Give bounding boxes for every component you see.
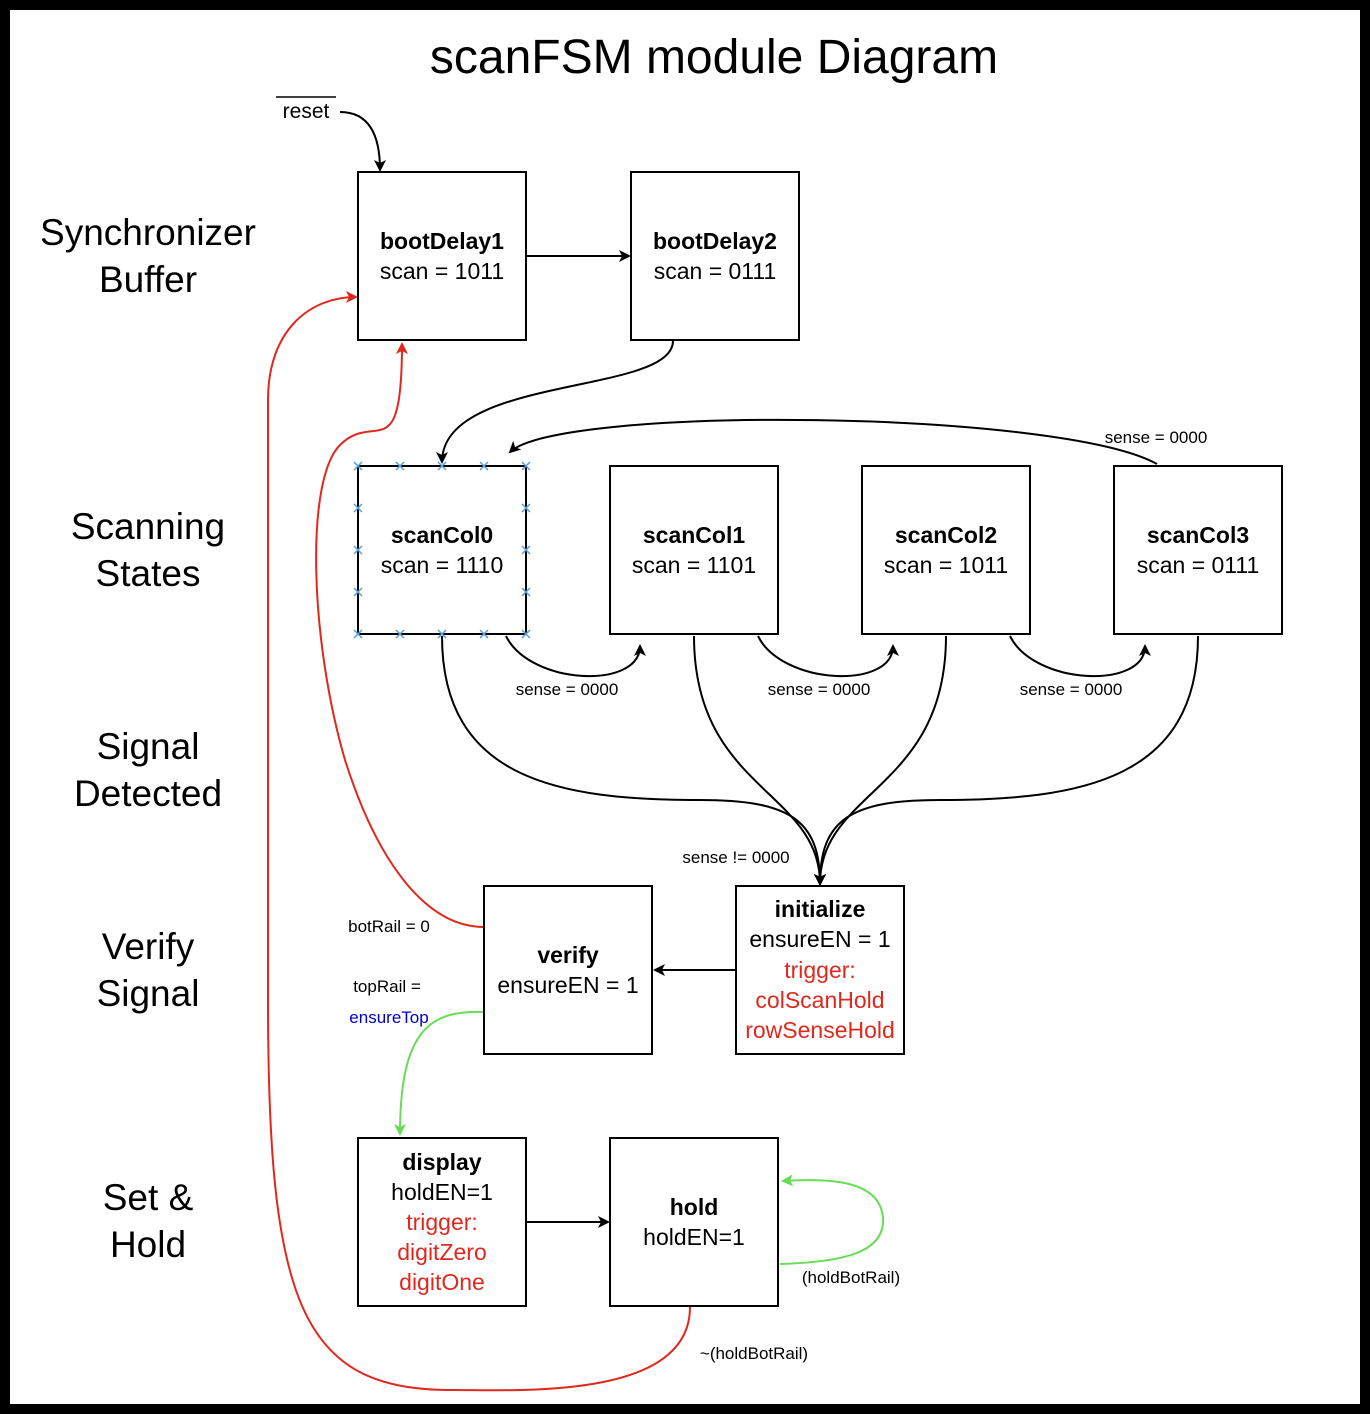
state-line-scancol1: scan = 1101	[632, 552, 756, 578]
edge-verify-display	[394, 1010, 485, 1136]
state-line-bootdelay2: scan = 0111	[654, 258, 777, 284]
edge-label-sense0-col1: sense = 0000	[768, 680, 871, 699]
edge-scancol3-initialize	[814, 635, 1199, 886]
state-line-scancol3: scan = 0111	[1137, 552, 1260, 578]
edge-verify-bootdelay1	[315, 342, 485, 928]
selection-handle	[521, 629, 531, 639]
selection-handle	[437, 461, 447, 471]
state-scancol3[interactable]: scanCol3 scan = 0111	[1113, 465, 1283, 635]
state-scancol1[interactable]: scanCol1 scan = 1101	[609, 465, 779, 635]
edge-scancol3-scancol0	[508, 418, 1158, 465]
edge-label-reset: reset	[283, 100, 330, 123]
state-line-scancol2: scan = 1011	[884, 552, 1008, 578]
edge-label-holdbotrail: (holdBotRail)	[802, 1268, 900, 1287]
selection-handle	[353, 587, 363, 597]
selection-handle	[353, 629, 363, 639]
section-hold-line1: Set &	[103, 1177, 194, 1218]
state-name-bootdelay1: bootDelay1	[380, 228, 504, 254]
state-name-scancol1: scanCol1	[643, 522, 745, 548]
section-detect-line2: Detected	[74, 773, 222, 814]
state-trigger-digitone: digitOne	[399, 1269, 485, 1295]
state-bootdelay2[interactable]: bootDelay2 scan = 0111	[630, 171, 800, 341]
diagram-title: scanFSM module Diagram	[430, 31, 998, 84]
state-name-scancol3: scanCol3	[1147, 522, 1249, 548]
edge-reset	[339, 111, 386, 172]
edge-scancol1-scancol2	[757, 635, 899, 678]
selection-handle	[437, 629, 447, 639]
state-trigger-digitzero: digitZero	[397, 1239, 486, 1265]
section-hold-line2: Hold	[110, 1224, 186, 1265]
state-name-display: display	[402, 1149, 481, 1175]
section-scan-line2: States	[96, 553, 201, 594]
edge-scancol2-scancol3	[1009, 635, 1151, 678]
section-sync-line1: Synchronizer	[40, 212, 256, 253]
selection-handle	[521, 503, 531, 513]
state-trigger-colscanhold: colScanHold	[755, 987, 884, 1013]
section-verify-line1: Verify	[102, 926, 195, 967]
state-trigger-label-display: trigger:	[406, 1209, 478, 1235]
selection-markers	[353, 461, 531, 639]
state-bootdelay1[interactable]: bootDelay1 scan = 1011	[357, 171, 527, 341]
edge-label-sense0-col2: sense = 0000	[1020, 680, 1123, 699]
state-hold[interactable]: hold holdEN=1	[609, 1137, 779, 1307]
state-name-scancol0: scanCol0	[391, 522, 493, 548]
selection-handle	[521, 587, 531, 597]
edge-boot2-scancol0	[436, 340, 674, 464]
state-verify[interactable]: verify ensureEN = 1	[483, 885, 653, 1055]
state-line-display: holdEN=1	[391, 1179, 493, 1205]
selection-handle	[353, 503, 363, 513]
edge-label-toprail: topRail =	[353, 977, 421, 996]
selection-handle	[479, 629, 489, 639]
edge-label-sense-nonzero: sense != 0000	[682, 848, 789, 867]
edge-hold-bootdelay1	[267, 291, 691, 1392]
edge-hold-selfloop	[779, 1174, 885, 1265]
edge-label-notholdbotrail: ~(holdBotRail)	[700, 1344, 808, 1363]
state-trigger-label-initialize: trigger:	[784, 957, 856, 983]
selection-handle	[521, 461, 531, 471]
state-trigger-rowsensehold: rowSenseHold	[745, 1017, 895, 1043]
state-line-hold: holdEN=1	[643, 1224, 745, 1250]
edge-label-ensuretop: ensureTop	[349, 1008, 428, 1027]
state-name-verify: verify	[537, 942, 599, 968]
selection-handle	[353, 545, 363, 555]
selection-handle	[521, 545, 531, 555]
state-name-scancol2: scanCol2	[895, 522, 997, 548]
selection-handle	[395, 629, 405, 639]
selection-handle	[395, 461, 405, 471]
section-verify-line2: Signal	[97, 973, 200, 1014]
edge-scancol0-initialize	[441, 635, 826, 886]
edge-label-botrail: botRail = 0	[348, 917, 430, 936]
state-name-initialize: initialize	[775, 896, 866, 922]
edge-scancol0-scancol1	[505, 635, 646, 678]
section-sync-line2: Buffer	[99, 259, 197, 300]
edge-label-sense0-col3: sense = 0000	[1105, 428, 1208, 447]
edge-scancol2-initialize	[814, 635, 947, 886]
state-display[interactable]: display holdEN=1 trigger: digitZero digi…	[357, 1137, 527, 1307]
selection-handle	[353, 461, 363, 471]
state-name-bootdelay2: bootDelay2	[653, 228, 777, 254]
state-line-verify: ensureEN = 1	[497, 972, 638, 998]
selection-handle	[479, 461, 489, 471]
state-line-initialize: ensureEN = 1	[749, 926, 890, 952]
state-initialize[interactable]: initialize ensureEN = 1 trigger: colScan…	[735, 885, 905, 1055]
section-scan-line1: Scanning	[71, 506, 225, 547]
section-detect-line1: Signal	[97, 726, 200, 767]
state-scancol2[interactable]: scanCol2 scan = 1011	[861, 465, 1031, 635]
state-scancol0[interactable]: scanCol0 scan = 1110	[353, 461, 531, 639]
edge-scancol1-initialize	[693, 635, 826, 886]
edge-label-sense0-col0: sense = 0000	[516, 680, 619, 699]
state-name-hold: hold	[670, 1194, 719, 1220]
state-line-scancol0: scan = 1110	[381, 552, 504, 578]
state-line-bootdelay1: scan = 1011	[380, 258, 504, 284]
